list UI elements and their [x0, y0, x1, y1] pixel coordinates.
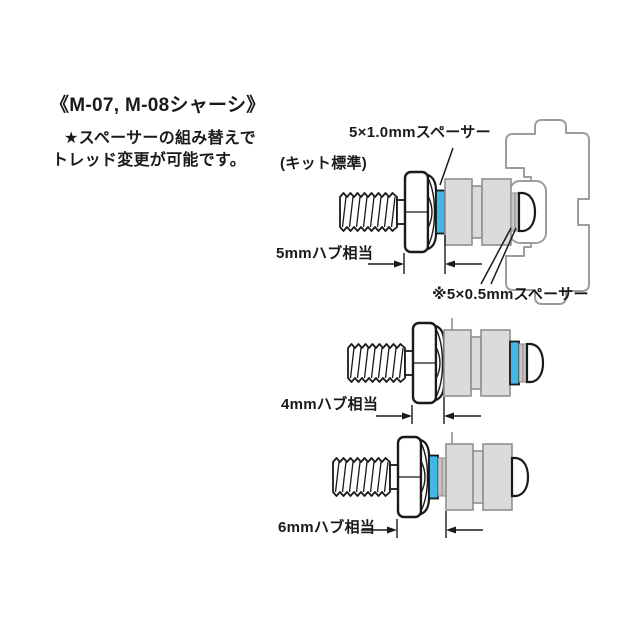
diagram-5mm-hub	[338, 119, 590, 305]
wheel-screw-and-flange	[346, 321, 446, 405]
label-kit-standard: (キット標準)	[280, 155, 368, 172]
chassis-upright-outline	[505, 119, 590, 305]
spacer-1-0mm-outer	[509, 340, 520, 386]
wheel-screw-and-flange	[338, 170, 438, 254]
label-hub-4mm: 4mmハブ相当	[281, 396, 379, 413]
diagram-6mm-hub	[331, 432, 530, 538]
axle-dome	[510, 456, 530, 498]
spacer-1-0mm-inner	[428, 454, 439, 500]
leader-lines-0-5mm-spacer	[480, 227, 517, 285]
hub-body-blocks	[443, 329, 511, 397]
label-hub-6mm: 6mmハブ相当	[278, 519, 376, 536]
dimension-6mm	[361, 511, 483, 538]
spacer-1-0mm-inner	[435, 189, 446, 235]
leader-line-1-0mm-spacer	[439, 147, 454, 186]
dimension-5mm	[368, 235, 482, 274]
note-line-1: ★スペーサーの組み替えで	[64, 130, 257, 147]
dimension-4mm	[376, 397, 481, 424]
wheel-screw-and-flange	[331, 435, 431, 519]
diagram-4mm-hub	[346, 318, 545, 424]
label-spacer-1-0mm: 5×1.0mmスペーサー	[349, 124, 491, 141]
hub-body-blocks	[445, 443, 513, 511]
axle-dome	[517, 191, 537, 233]
chassis-title: 《M-07, M-08シャーシ》	[50, 95, 266, 116]
note-line-2: トレッド変更が可能です。	[52, 152, 247, 169]
axle-dome	[525, 342, 545, 384]
label-hub-5mm: 5mmハブ相当	[276, 245, 374, 262]
label-spacer-0-5mm: ※5×0.5mmスペーサー	[432, 286, 589, 303]
hub-body-blocks	[444, 178, 512, 246]
